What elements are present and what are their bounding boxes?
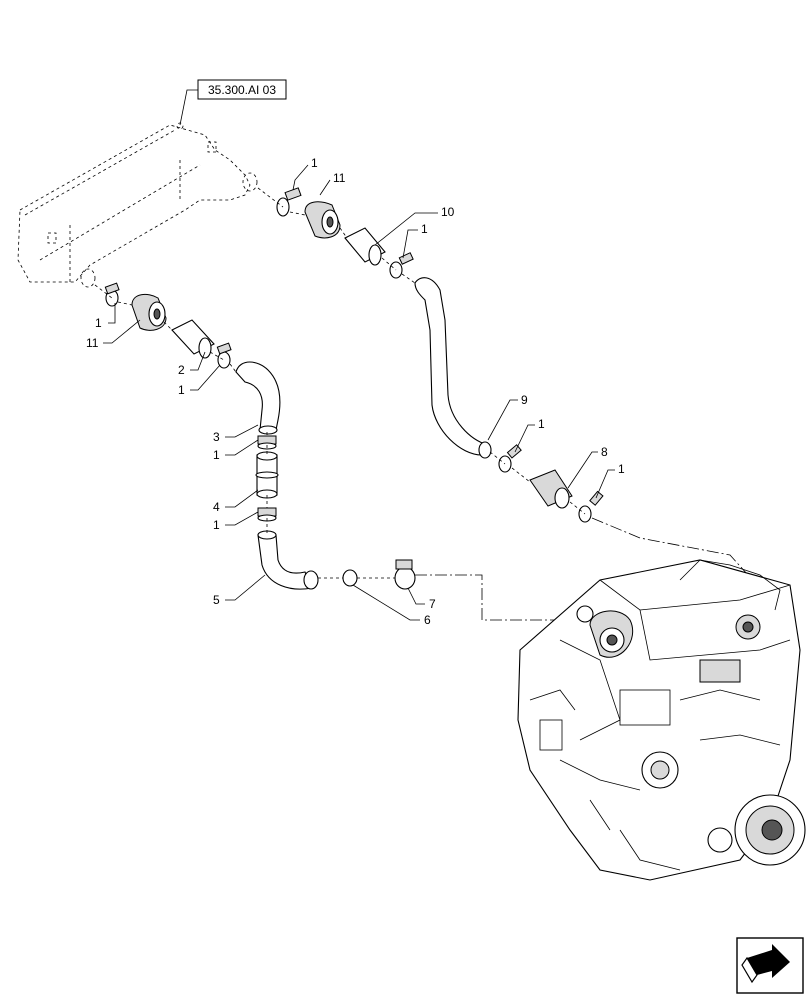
leader-c1d bbox=[190, 364, 221, 391]
leader-c1f bbox=[225, 511, 259, 526]
intercooler-phantom bbox=[17, 122, 258, 288]
callout-c5[interactable]: 5 bbox=[213, 593, 220, 607]
leader-c11a bbox=[319, 179, 331, 196]
leader-c1c bbox=[108, 303, 116, 324]
leader-c1g bbox=[514, 424, 535, 453]
leader-c9 bbox=[487, 399, 518, 441]
leader-c1h bbox=[595, 469, 615, 499]
sleeve-2[interactable] bbox=[171, 319, 215, 359]
callout-c1a[interactable]: 1 bbox=[311, 156, 318, 170]
coupling-11-lower[interactable] bbox=[131, 293, 167, 331]
arrow-next-icon[interactable] bbox=[736, 937, 804, 994]
callout-c6[interactable]: 6 bbox=[424, 613, 431, 627]
hose-3[interactable] bbox=[235, 361, 281, 435]
callout-c4[interactable]: 4 bbox=[213, 500, 220, 514]
leader-c6 bbox=[352, 584, 420, 621]
o-ring-6[interactable] bbox=[342, 569, 358, 587]
callout-c7[interactable]: 7 bbox=[429, 597, 436, 611]
connector-4[interactable] bbox=[255, 451, 279, 499]
sleeve-8[interactable] bbox=[529, 469, 573, 509]
sleeve-10[interactable] bbox=[344, 227, 386, 266]
leader-c7 bbox=[407, 587, 425, 605]
hose-clamp-lower-1[interactable] bbox=[104, 282, 120, 307]
callout-c10[interactable]: 10 bbox=[441, 205, 455, 219]
callout-c1d[interactable]: 1 bbox=[178, 383, 185, 397]
leader-c2 bbox=[190, 351, 206, 371]
hose-clamp-upper-2[interactable] bbox=[389, 252, 414, 279]
reference-leader bbox=[179, 89, 198, 126]
callout-c3[interactable]: 3 bbox=[213, 430, 220, 444]
callout-c8[interactable]: 8 bbox=[601, 445, 608, 459]
hose-9[interactable] bbox=[414, 277, 492, 459]
coupling-11-upper[interactable] bbox=[304, 201, 341, 239]
connector-to-engine-upper bbox=[591, 517, 749, 576]
hose-5[interactable] bbox=[257, 530, 319, 590]
callout-c1g[interactable]: 1 bbox=[538, 417, 545, 431]
reference-box[interactable]: 35.300.AI 03 bbox=[197, 79, 287, 100]
leader-c4 bbox=[225, 489, 259, 508]
callout-c1b[interactable]: 1 bbox=[421, 222, 428, 236]
callout-c1h[interactable]: 1 bbox=[618, 462, 625, 476]
leader-c1b bbox=[402, 229, 418, 259]
callout-c1e[interactable]: 1 bbox=[213, 448, 220, 462]
leader-c1a bbox=[292, 164, 309, 191]
hose-clamp-upper-3[interactable] bbox=[498, 444, 522, 473]
leader-c5 bbox=[225, 574, 266, 601]
callout-c9[interactable]: 9 bbox=[521, 393, 528, 407]
callout-c1c[interactable]: 1 bbox=[95, 316, 102, 330]
hose-clamp-upper-1[interactable] bbox=[276, 187, 302, 217]
leader-c8 bbox=[567, 451, 598, 489]
leader-c11b bbox=[103, 319, 141, 344]
reference-box-label: 35.300.AI 03 bbox=[208, 83, 276, 97]
engine-illustration bbox=[517, 559, 806, 881]
leader-c1e bbox=[225, 439, 259, 456]
callout-c11b[interactable]: 11 bbox=[86, 336, 99, 350]
leader-c3 bbox=[225, 424, 259, 438]
clamp-7[interactable] bbox=[394, 559, 416, 590]
callout-c11a[interactable]: 11 bbox=[333, 171, 346, 185]
hose-clamp-lower-2[interactable] bbox=[216, 342, 232, 369]
leader-c10 bbox=[374, 212, 438, 246]
hose-clamp-upper-4[interactable] bbox=[578, 490, 604, 523]
connector-to-engine-lower bbox=[415, 574, 578, 621]
callout-c1f[interactable]: 1 bbox=[213, 518, 220, 532]
callout-c2[interactable]: 2 bbox=[178, 363, 185, 377]
